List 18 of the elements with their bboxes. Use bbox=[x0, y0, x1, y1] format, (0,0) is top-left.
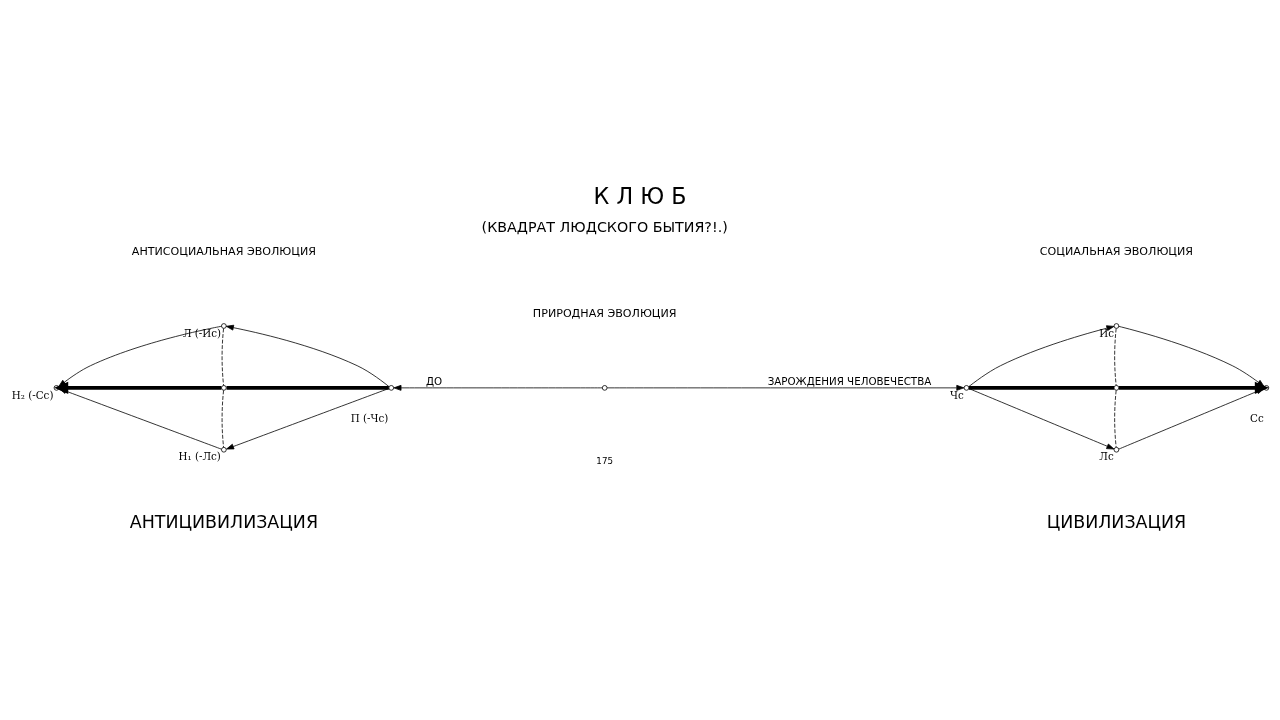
node-label: П (-Чс) bbox=[350, 411, 389, 424]
label: АНТИСОЦИАЛЬНАЯ ЭВОЛЮЦИЯ bbox=[131, 244, 316, 258]
edge-label: ЗАРОЖДЕНИЯ ЧЕЛОВЕЧЕСТВА bbox=[767, 374, 932, 387]
label: ЦИВИЛИЗАЦИЯ bbox=[1046, 511, 1187, 532]
node-label: Н₂ (-Сс) bbox=[11, 388, 54, 400]
label: СОЦИАЛЬНАЯ ЭВОЛЮЦИЯ bbox=[1039, 244, 1193, 258]
node-label: Ис bbox=[1099, 326, 1114, 339]
label: (КВАДРАТ ЛЮДСКОГО БЫТИЯ?!.) bbox=[481, 218, 728, 235]
label: ПРИРОДНАЯ ЭВОЛЮЦИЯ bbox=[532, 306, 677, 320]
diagram-title: К Л Ю Б bbox=[593, 182, 687, 209]
node-label: Сс bbox=[1250, 411, 1264, 424]
node-label: Л (-Ис) bbox=[182, 326, 222, 339]
label: 175 bbox=[596, 455, 614, 466]
label: АНТИЦИВИЛИЗАЦИЯ bbox=[129, 511, 319, 532]
edge-label: ДО bbox=[426, 374, 443, 387]
node-label: Чс bbox=[950, 388, 964, 400]
node-label: Н₁ (-Лс) bbox=[178, 449, 221, 462]
node-label: Лс bbox=[1099, 449, 1114, 462]
